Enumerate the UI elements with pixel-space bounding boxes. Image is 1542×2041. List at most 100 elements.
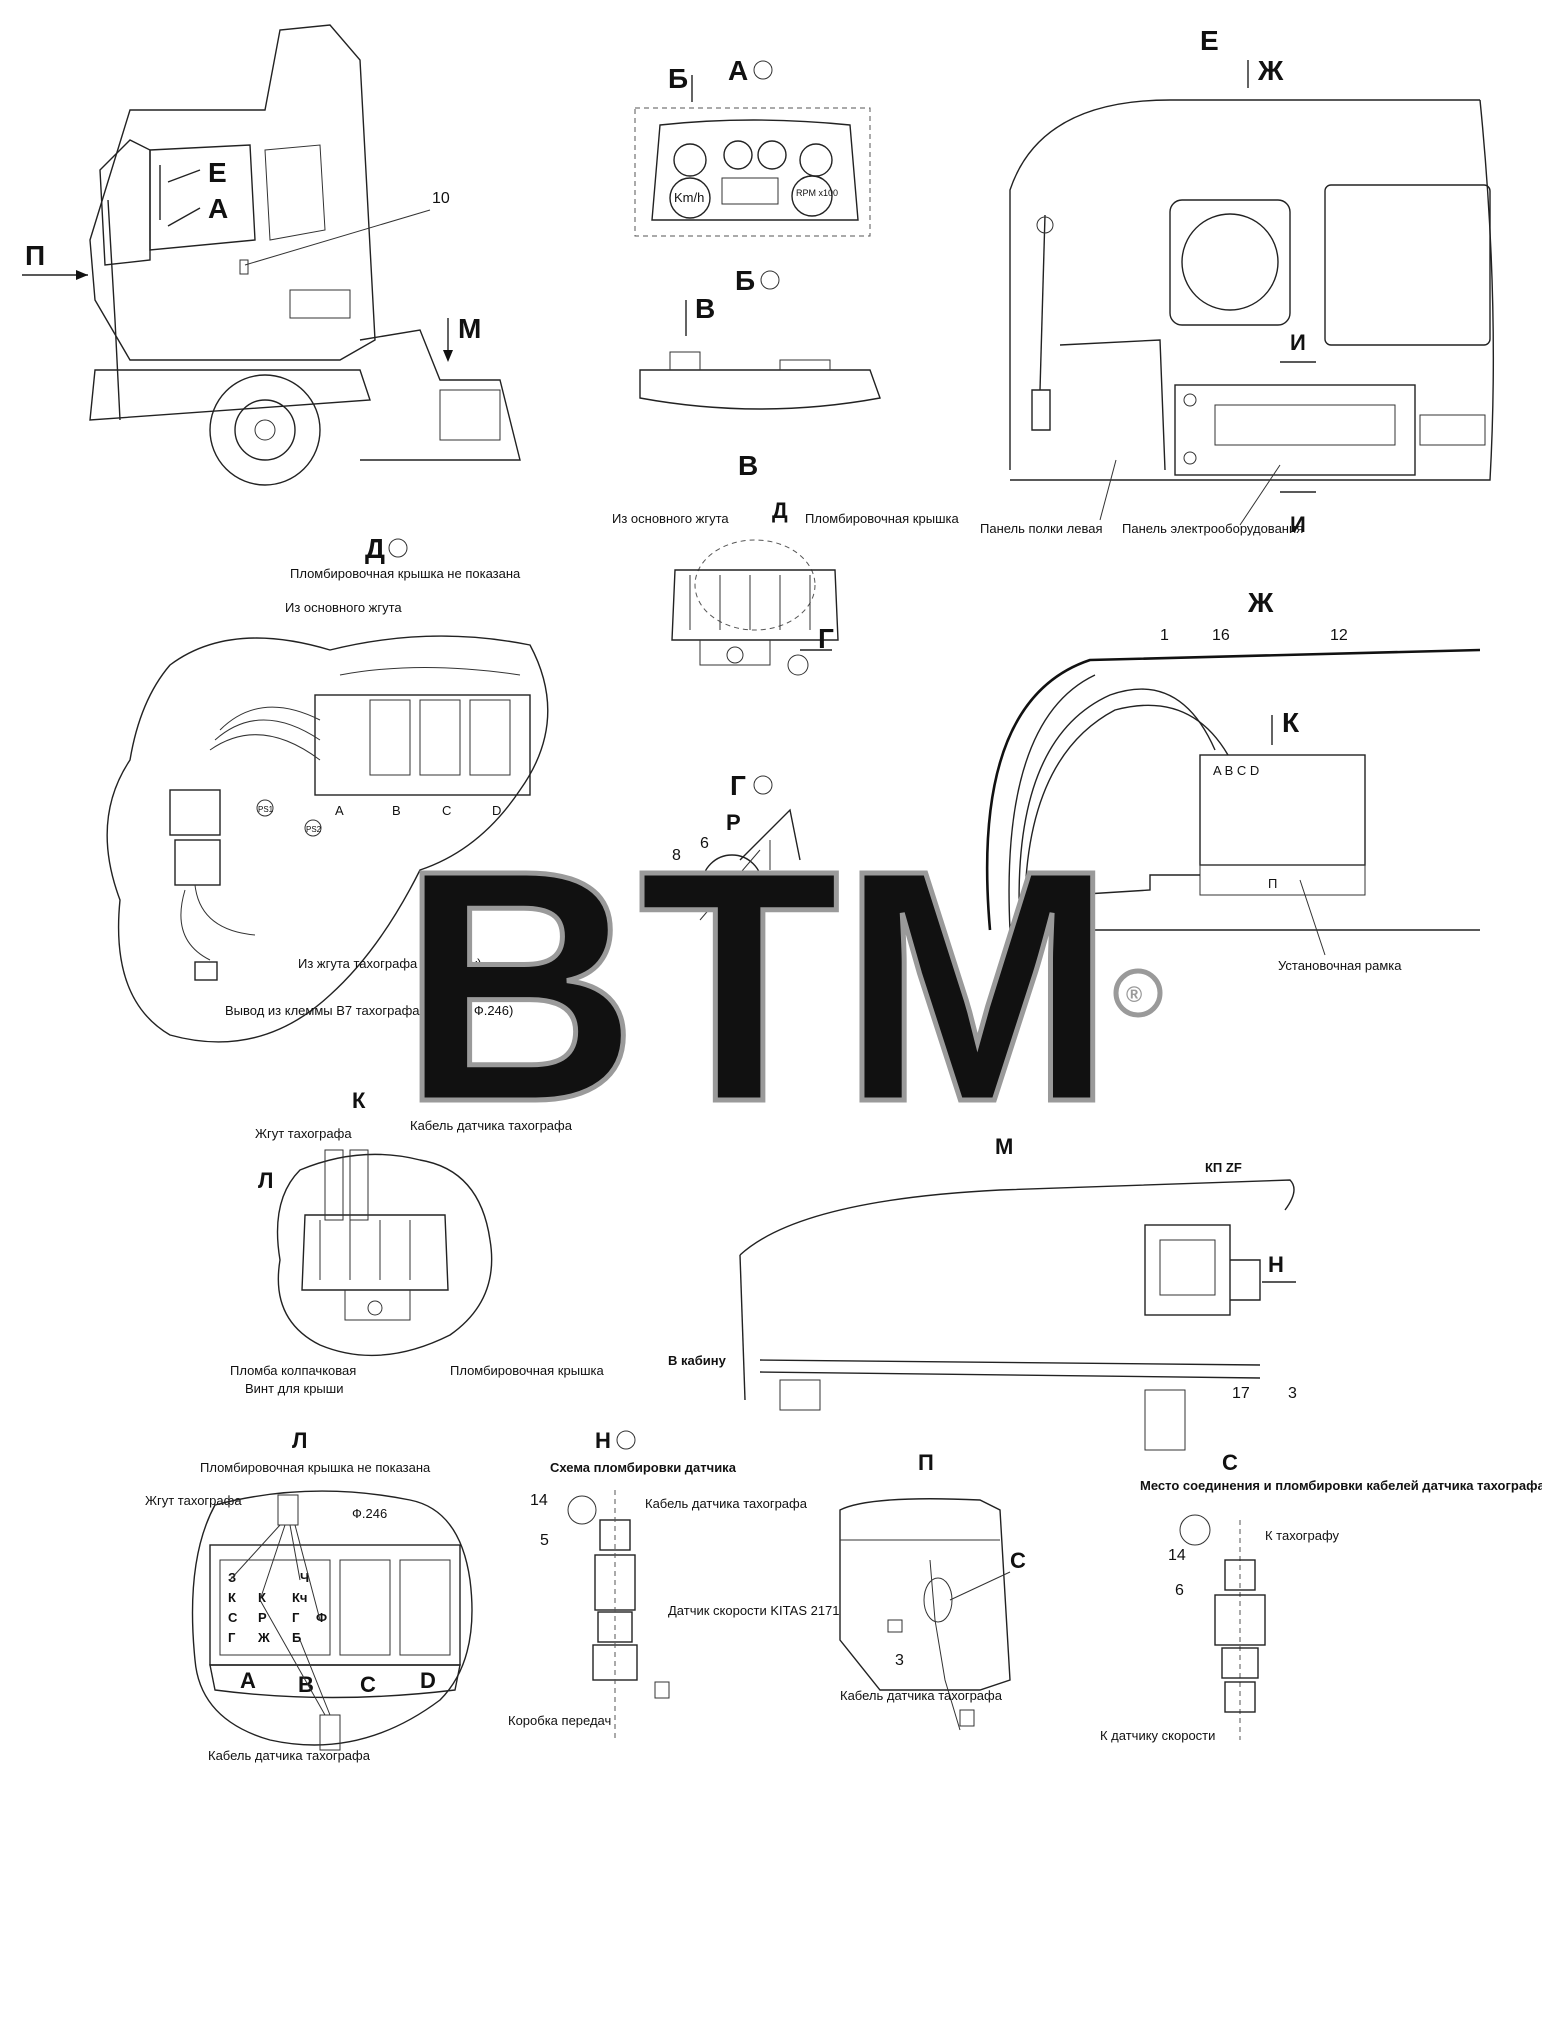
view-d: Д Пломбировочная крышка не показана Из о…: [106, 533, 549, 1043]
view-l-note: Пломбировочная крышка не показана: [200, 1460, 431, 1475]
view-zh-mounting-frame: Установочная рамка: [1278, 958, 1402, 973]
view-v-main-harness: Из основного жгута: [612, 511, 729, 526]
view-e-left-shelf-panel: Панель полки левая: [980, 521, 1103, 536]
view-e-arrow-i-top: И: [1290, 330, 1306, 355]
view-g-callout-6: 6: [700, 835, 709, 852]
arrow-label-e: Е: [208, 157, 227, 188]
view-d-tacho-harness: Из жгута тахографа (на полку): [298, 956, 481, 971]
view-g-callout-8: 8: [672, 847, 681, 864]
view-n-sensor-cable: Кабель датчика тахографа: [645, 1496, 808, 1511]
view-m-to-cab: В кабину: [668, 1353, 727, 1368]
view-l-title: Л: [292, 1428, 307, 1453]
view-m-gearbox: КП ZF: [1205, 1160, 1242, 1175]
view-n-speed-sensor: Датчик скорости KITAS 2171: [668, 1603, 840, 1618]
view-d-col-d: D: [492, 803, 501, 818]
view-v: В Из основного жгута Пломбировочная крыш…: [612, 450, 959, 676]
view-n-gearbox: Коробка передач: [508, 1713, 611, 1728]
watermark-registered: ®: [1126, 982, 1142, 1007]
view-l-pin-g1: Г: [228, 1630, 236, 1645]
view-p-title: П: [918, 1450, 934, 1475]
view-d-col-b: B: [392, 803, 401, 818]
view-k-tacho-harness: Жгут тахографа: [255, 1126, 352, 1141]
view-v-seal-cover: Пломбировочная крышка: [805, 511, 959, 526]
view-n: Н Схема пломбировки датчика 14 5 Кабель …: [508, 1428, 840, 1740]
view-d-col-c: C: [442, 803, 451, 818]
tachometer-unit: RPM x100: [796, 188, 838, 198]
view-m-callout-3: 3: [1288, 1385, 1297, 1402]
arrow-label-m: М: [458, 313, 481, 344]
view-zh-callout-16: 16: [1212, 627, 1230, 644]
view-s: С Место соединения и пломбировки кабелей…: [1100, 1450, 1542, 1743]
view-k-seal-cover: Пломбировочная крышка: [450, 1363, 604, 1378]
view-d-ps2: PS2: [306, 825, 322, 834]
view-v-marker-g: Г: [818, 623, 834, 654]
view-p-marker-s: С: [1010, 1548, 1026, 1573]
arrow-label-b: Б: [668, 63, 688, 94]
view-s-to-tacho: К тахографу: [1265, 1528, 1340, 1543]
view-s-title: С: [1222, 1450, 1238, 1475]
view-l-col-d: D: [420, 1668, 436, 1693]
view-g-title: Г: [730, 770, 746, 801]
watermark: BTM ®: [398, 799, 1163, 1173]
view-m-callout-17: 17: [1232, 1385, 1250, 1402]
view-zh-frame-p: П: [1268, 876, 1277, 891]
view-v-title: В: [738, 450, 758, 481]
view-p-sensor-cable: Кабель датчика тахографа: [840, 1688, 1003, 1703]
callout-10: 10: [432, 190, 450, 207]
cab-side-view: 10 Е А П М: [22, 24, 521, 486]
view-d-note: Пломбировочная крышка не показана: [290, 566, 521, 581]
arrow-label-p: П: [25, 240, 45, 271]
view-l-pin-f: Ф: [316, 1610, 327, 1625]
view-m: М КП ZF Н В кабину 17 3: [668, 1134, 1297, 1451]
view-l-pin-k2: К: [258, 1590, 266, 1605]
view-g: Г Р 8 6: [672, 770, 801, 921]
view-k-sensor-cable: Кабель датчика тахографа: [410, 1118, 573, 1133]
view-d-terminal-b7: Вывод из клеммы B7 тахографа (провод Ф.2…: [225, 1003, 513, 1018]
view-l-tacho-harness: Жгут тахографа: [145, 1493, 242, 1508]
view-a-title: А: [728, 55, 748, 86]
view-l-col-a: A: [240, 1668, 256, 1693]
view-e-title: Е: [1200, 25, 1219, 56]
view-zh: Ж 1 16 12 A B C D П К Установочная рамка: [985, 587, 1481, 973]
view-zh-callout-12: 12: [1330, 627, 1348, 644]
view-l-pin-zh: Ж: [257, 1630, 270, 1645]
view-d-title: Д: [365, 533, 385, 564]
view-e-electrical-panel: Панель электрооборудования: [1122, 521, 1303, 536]
view-k-title: К: [352, 1088, 366, 1113]
view-zh-abcd: A B C D: [1213, 763, 1259, 778]
view-e-arrow-i-bottom: И: [1290, 512, 1306, 537]
view-s-callout-14: 14: [1168, 1547, 1186, 1564]
view-l-pin-b: Б: [292, 1630, 301, 1645]
view-d-main-harness: Из основного жгута: [285, 600, 402, 615]
arrow-label-v: В: [695, 293, 715, 324]
view-d-col-a: A: [335, 803, 344, 818]
view-l: Л Пломбировочная крышка не показана Жгут…: [145, 1428, 473, 1763]
view-s-callout-6: 6: [1175, 1582, 1184, 1599]
view-n-callout-5: 5: [540, 1532, 549, 1549]
view-k: К Жгут тахографа Кабель датчика тахограф…: [230, 1088, 604, 1396]
view-n-title: Н: [595, 1428, 611, 1453]
view-l-col-b: B: [298, 1672, 314, 1697]
view-k-cap-seal: Пломба колпачковая: [230, 1363, 356, 1378]
arrow-label-a: А: [208, 193, 228, 224]
view-n-callout-14: 14: [530, 1492, 548, 1509]
view-b-title: Б: [735, 265, 755, 296]
view-l-pin-r: Р: [258, 1610, 267, 1625]
view-e: Е Ж И И Панель полки левая Панель электр…: [980, 25, 1495, 537]
view-l-wire-f246: Ф.246: [352, 1506, 387, 1521]
view-k-marker-l: Л: [258, 1168, 273, 1193]
view-zh-arrow-k: К: [1282, 707, 1300, 738]
view-m-arrow-n: Н: [1268, 1252, 1284, 1277]
view-l-col-c: C: [360, 1672, 376, 1697]
view-e-arrow-zh: Ж: [1257, 55, 1284, 86]
view-d-ps1: PS1: [258, 805, 274, 814]
speedometer-unit: Km/h: [674, 190, 704, 205]
view-l-pin-ch: Ч: [300, 1570, 309, 1585]
view-zh-callout-1: 1: [1160, 627, 1169, 644]
view-a-dashboard: А Б Km/h RPM x100: [634, 55, 871, 237]
view-m-title: М: [995, 1134, 1013, 1159]
watermark-text: BTM: [400, 801, 1115, 1170]
view-g-label-r: Р: [726, 810, 741, 835]
